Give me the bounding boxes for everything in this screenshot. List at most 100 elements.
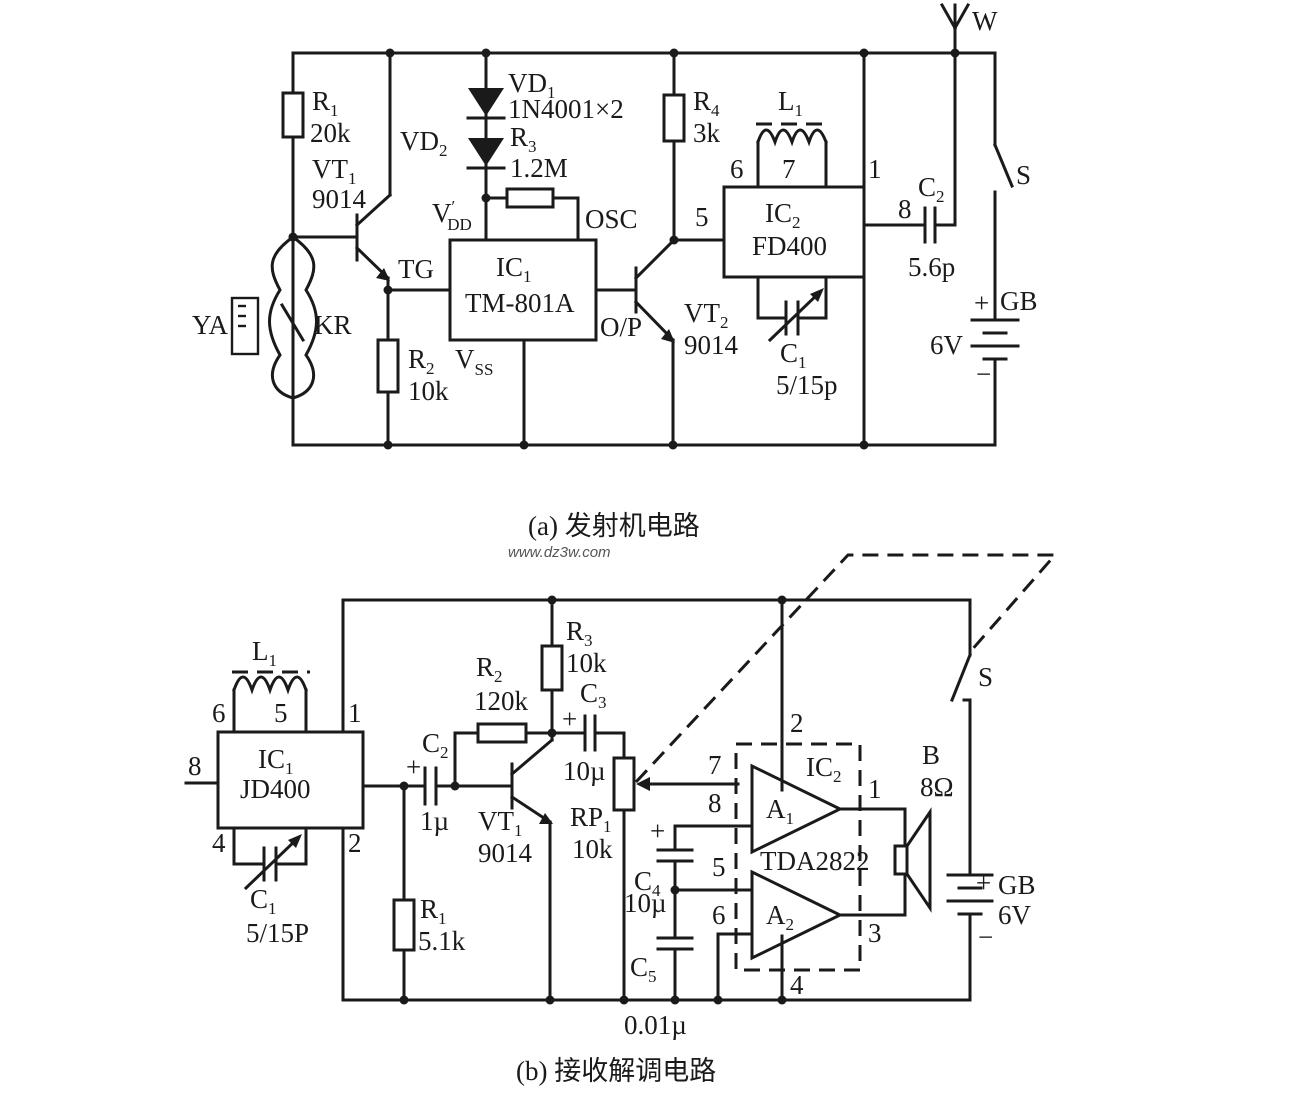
- rx-r1-label: R1: [420, 894, 447, 928]
- rx-r1-resistor: [392, 898, 416, 952]
- tx-r1-resistor: [281, 91, 305, 139]
- tx-r4-resistor: [662, 93, 686, 143]
- tx-battery-value: 6V: [930, 330, 964, 360]
- rx-c2-value: 1µ: [420, 806, 449, 836]
- tx-junctions: [288, 48, 960, 450]
- tx-c1-label: C1: [780, 338, 807, 372]
- rx-c5-capacitor: [656, 936, 694, 951]
- rx-ic1-part: JD400: [240, 774, 311, 804]
- rx-ic2-pin5: 5: [712, 852, 726, 882]
- rx-amp-a2: [750, 869, 844, 961]
- tx-vt1-label: VT1: [312, 154, 357, 188]
- rx-c4-label: C4: [634, 866, 661, 900]
- tx-pin8: 8: [898, 194, 912, 224]
- tx-c2-label: C2: [918, 172, 945, 206]
- rx-switch-label: S: [978, 662, 993, 692]
- tx-reed-switch: [230, 234, 318, 400]
- rx-c2-plus: +: [406, 752, 421, 782]
- tx-tg-label: TG: [398, 254, 434, 284]
- rx-vt1-label: VT1: [478, 806, 523, 840]
- tx-ic1-label: IC1: [496, 252, 532, 286]
- rx-vt1-transistor: [509, 737, 555, 825]
- rx-speaker-value: 8Ω: [920, 772, 954, 802]
- rx-c2-capacitor: [423, 766, 438, 806]
- rx-pin4: 4: [212, 828, 226, 858]
- tx-ic2-label: IC2: [765, 198, 801, 232]
- rx-pin2: 2: [348, 828, 362, 858]
- tx-vdd-label: V′DD: [432, 197, 472, 234]
- tx-battery-name: GB: [1000, 286, 1038, 316]
- tx-battery-plus: +: [974, 288, 989, 318]
- rx-r3-label: R3: [566, 616, 593, 650]
- rx-a2-label: A2: [766, 900, 794, 934]
- tx-vss-label: VSS: [455, 344, 493, 379]
- tx-r3-resistor: [505, 187, 555, 209]
- rx-r2-value: 120k: [474, 686, 529, 716]
- rx-ic2-pin7: 7: [708, 750, 722, 780]
- tx-r1-value: 20k: [310, 118, 351, 148]
- tx-caption: (a) 发射机电路: [528, 511, 700, 541]
- tx-pin7: 7: [782, 154, 796, 184]
- rx-l1-label: L1: [252, 636, 277, 670]
- rx-pin1: 1: [348, 698, 362, 728]
- rx-amp-a1: [750, 763, 844, 855]
- rx-pin5: 5: [274, 698, 288, 728]
- rx-c4-value: 10µ: [624, 888, 667, 918]
- rx-c1-trimmer: [232, 826, 308, 891]
- rx-gang-link: [634, 553, 1059, 784]
- tx-vt2-label: VT2: [684, 298, 729, 332]
- tx-osc-label: OSC: [585, 204, 638, 234]
- rx-battery-name: GB: [998, 870, 1036, 900]
- rx-coil-l1: [232, 670, 310, 734]
- rx-ic2-outline: [734, 742, 862, 972]
- rx-junctions: [399, 595, 787, 1005]
- tx-pin6: 6: [730, 154, 744, 184]
- tx-coil-l1: [756, 122, 830, 189]
- tx-pin5: 5: [695, 202, 709, 232]
- tx-r2-resistor: [376, 338, 400, 394]
- tx-vt1-part: 9014: [312, 184, 367, 214]
- tx-vd2-label: VD2: [400, 126, 448, 160]
- tx-switch-s[interactable]: [993, 143, 1014, 188]
- rx-battery-value: 6V: [998, 900, 1032, 930]
- rx-c3-plus: +: [562, 704, 577, 734]
- rx-speaker-b: [893, 807, 932, 913]
- rx-ic1-jd400: [216, 730, 365, 830]
- tx-c2-value: 5.6p: [908, 252, 955, 282]
- tx-switch-label: S: [1016, 160, 1031, 190]
- rx-ic2-label: IC2: [806, 752, 842, 786]
- rx-c5-value: 0.01µ: [624, 1010, 687, 1040]
- rx-speaker-label: B: [922, 740, 940, 770]
- rx-r3-resistor: [540, 644, 564, 692]
- rx-ic2-part: TDA2822: [760, 846, 870, 876]
- rx-ic2-pin3: 3: [868, 918, 882, 948]
- tx-magnet-ya: [230, 296, 260, 356]
- tx-vd1-label: VD1: [508, 68, 556, 102]
- tx-diode-vd2: [466, 138, 506, 170]
- rx-ic2-pin8: 8: [708, 788, 722, 818]
- tx-ic1-part: TM-801A: [465, 288, 575, 318]
- tx-c1-value: 5/15p: [776, 370, 838, 400]
- tx-r2-value: 10k: [408, 376, 449, 406]
- rx-c3-value: 10µ: [563, 756, 606, 786]
- tx-r3-label: R3: [510, 122, 537, 156]
- rx-c5-label: C5: [630, 952, 657, 986]
- tx-op-label: O/P: [600, 312, 642, 342]
- tx-vt2-part: 9014: [684, 330, 739, 360]
- rx-pin8: 8: [188, 751, 202, 781]
- tx-antenna-label: W: [972, 6, 998, 36]
- tx-c1-trimmer: [756, 275, 828, 343]
- tx-diode-vd1: [466, 88, 506, 120]
- rx-ic2-pin1: 1: [868, 774, 882, 804]
- rx-rp1-potentiometer[interactable]: [612, 756, 636, 812]
- rx-c2-label: C2: [422, 728, 449, 762]
- tx-r3-value: 1.2M: [510, 153, 568, 183]
- tx-r4-label: R4: [693, 86, 720, 120]
- rx-rp1-value: 10k: [572, 834, 613, 864]
- rx-battery-plus: +: [976, 868, 991, 898]
- tx-l1-label: L1: [778, 86, 803, 120]
- receiver-circuit: L1 6 5 1 8 4 2 IC1 JD400 C1 5/15P + C2 1…: [184, 553, 1059, 1086]
- rx-caption: (b) 接收解调电路: [516, 1056, 716, 1086]
